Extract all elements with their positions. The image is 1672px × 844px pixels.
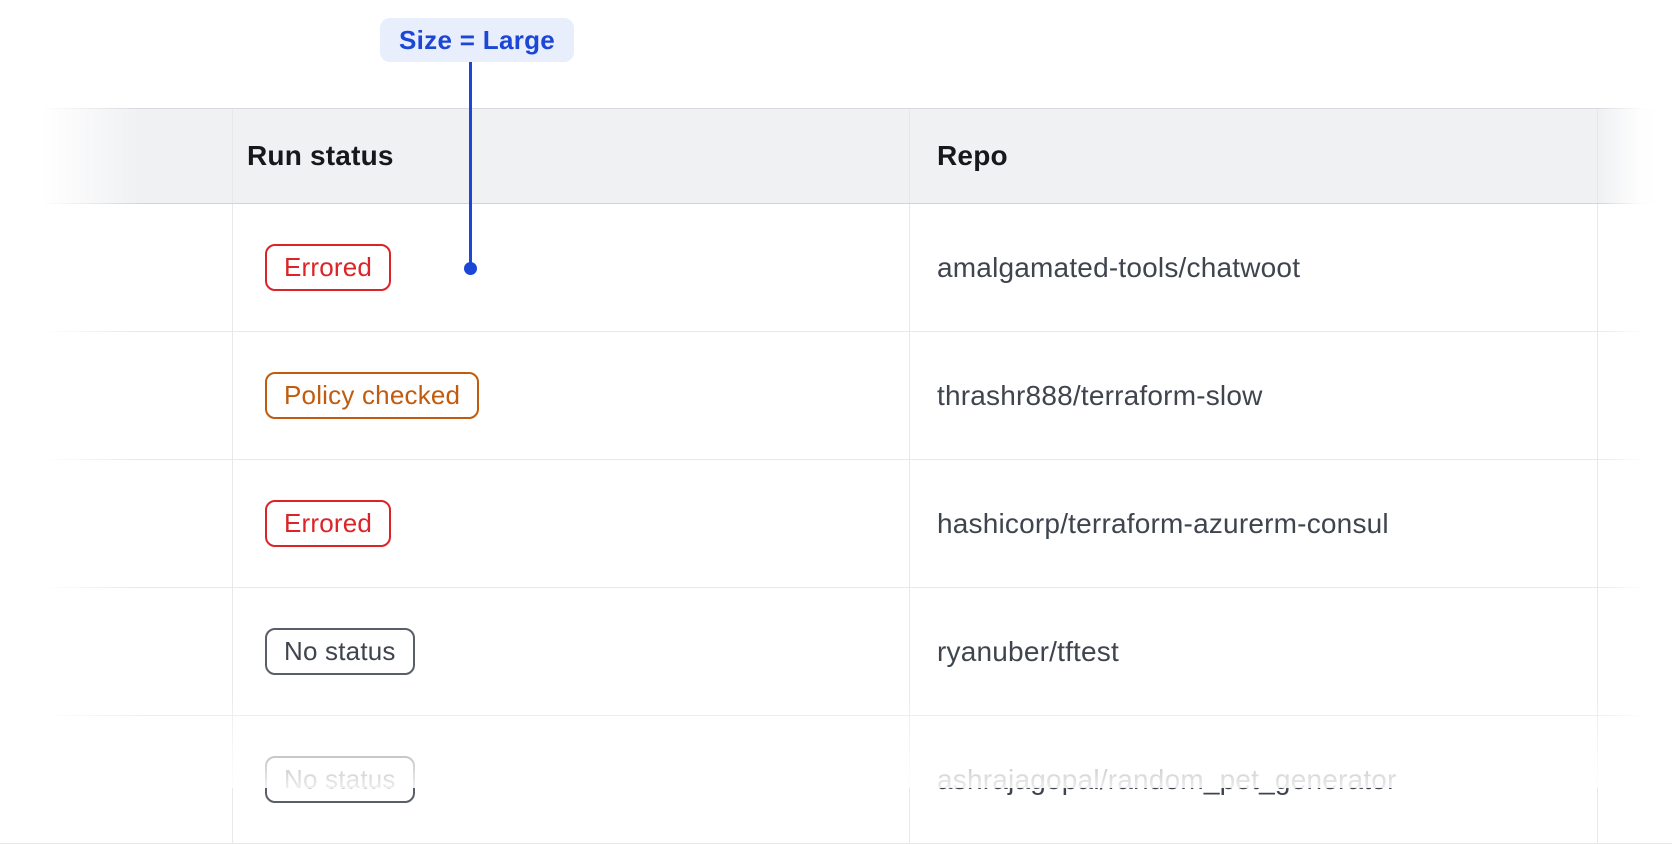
run-status-badge: Errored (265, 244, 392, 291)
repo-name: hashicorp/terraform-azurerm-consul (937, 507, 1389, 539)
repo-name: amalgamated-tools/chatwoot (937, 251, 1301, 283)
header-cell-run-status: Run status (233, 109, 910, 203)
repo-name: ashrajagopal/random_pet_generator (937, 763, 1397, 795)
repo-name: ryanuber/tftest (937, 635, 1119, 667)
annotation-pointer-line (469, 62, 472, 263)
table-header-row: Run status Repo (0, 109, 1672, 204)
empty-cell (1598, 460, 1672, 587)
header-cell-empty-left (0, 109, 233, 203)
table-row: No status ashrajagopal/random_pet_genera… (0, 716, 1672, 844)
repo-name: thrashr888/terraform-slow (937, 379, 1263, 411)
empty-cell (0, 716, 233, 843)
empty-cell (0, 588, 233, 715)
empty-cell (0, 332, 233, 459)
empty-cell (0, 460, 233, 587)
run-status-badge: Errored (265, 500, 392, 547)
run-status-column-label: Run status (247, 140, 394, 171)
empty-cell (1598, 716, 1672, 843)
annotated-table-screenshot: Run status Repo Errored amalgamated-tool… (0, 18, 1672, 844)
run-status-badge: No status (265, 628, 415, 675)
run-status-cell: No status (233, 716, 910, 843)
repo-cell: thrashr888/terraform-slow (910, 332, 1598, 459)
annotation-pointer-dot (464, 262, 477, 275)
repo-cell: hashicorp/terraform-azurerm-consul (910, 460, 1598, 587)
table-row: No status ryanuber/tftest (0, 588, 1672, 716)
header-cell-empty-right (1598, 109, 1672, 203)
run-status-cell: Errored (233, 460, 910, 587)
run-status-cell: No status (233, 588, 910, 715)
table-row: Errored hashicorp/terraform-azurerm-cons… (0, 460, 1672, 588)
table-row: Policy checked thrashr888/terraform-slow (0, 332, 1672, 460)
run-status-cell: Policy checked (233, 332, 910, 459)
run-status-cell: Errored (233, 204, 910, 331)
repo-cell: ashrajagopal/random_pet_generator (910, 716, 1598, 843)
repo-cell: ryanuber/tftest (910, 588, 1598, 715)
run-status-badge: Policy checked (265, 372, 480, 419)
repo-column-label: Repo (937, 140, 1008, 171)
repo-cell: amalgamated-tools/chatwoot (910, 204, 1598, 331)
empty-cell (1598, 332, 1672, 459)
empty-cell (1598, 204, 1672, 331)
annotation-size-large: Size = Large (380, 18, 575, 62)
runs-table: Run status Repo Errored amalgamated-tool… (0, 108, 1672, 844)
header-cell-repo: Repo (910, 109, 1598, 203)
empty-cell (0, 204, 233, 331)
table-row: Errored amalgamated-tools/chatwoot (0, 204, 1672, 332)
empty-cell (1598, 588, 1672, 715)
run-status-badge: No status (265, 756, 415, 803)
